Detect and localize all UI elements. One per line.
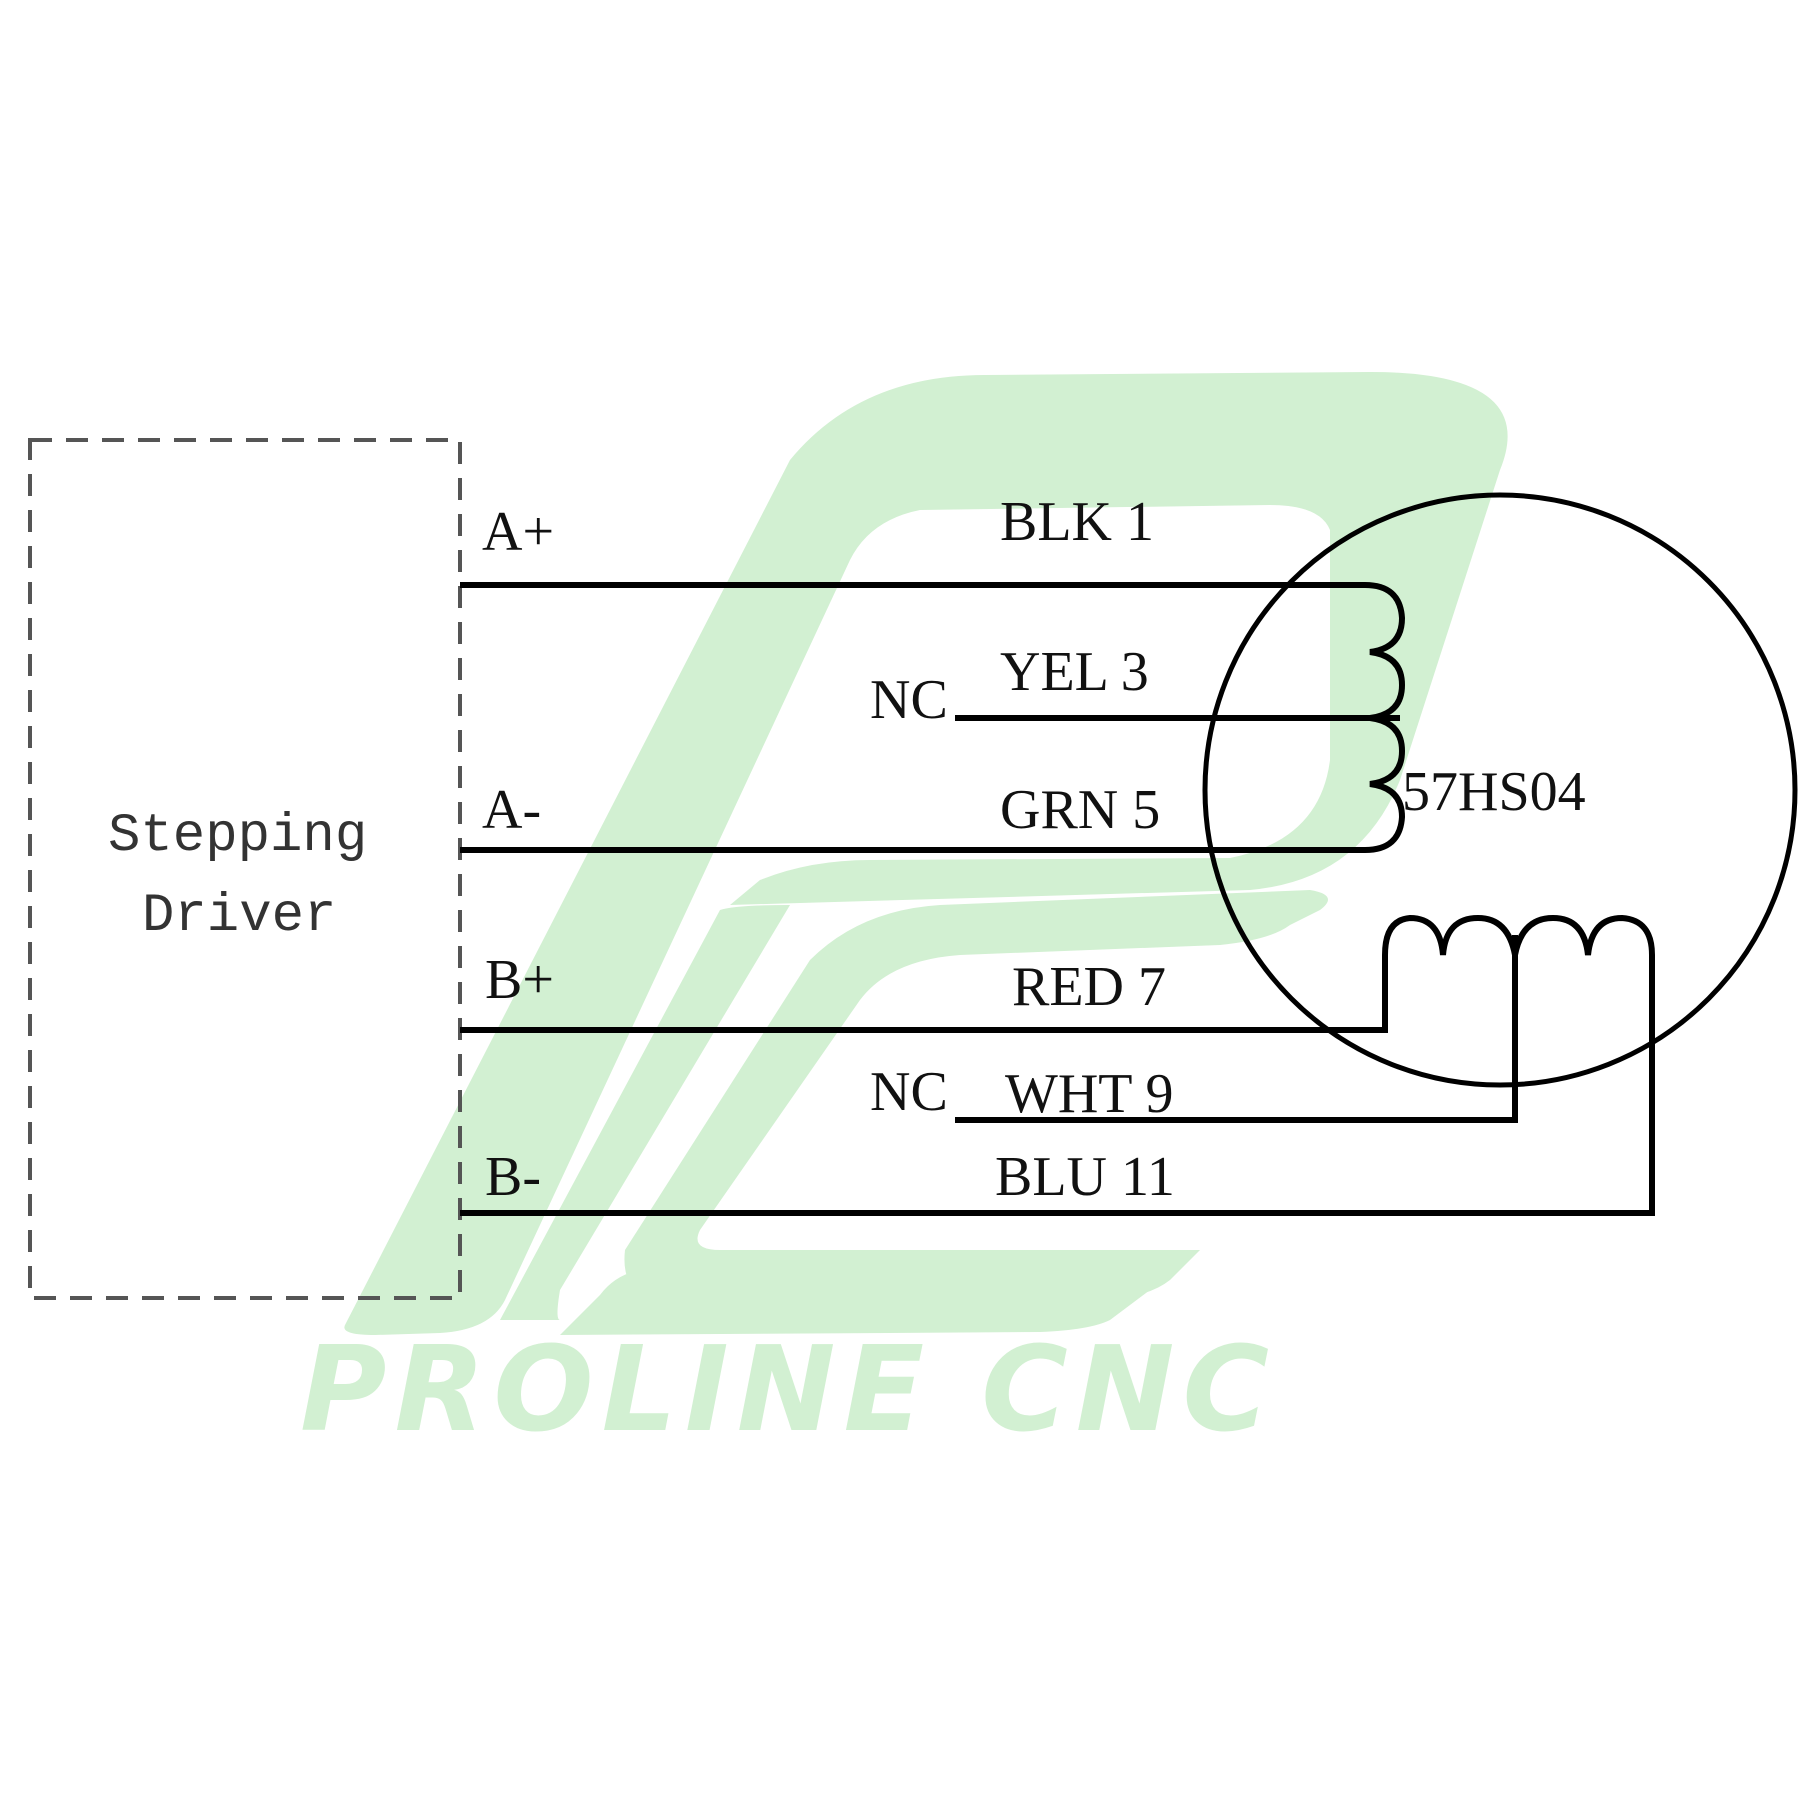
wire-red-7 bbox=[460, 955, 1388, 1033]
nc-label-wht: NC bbox=[870, 1061, 948, 1123]
terminal-a-plus: A+ bbox=[482, 501, 554, 563]
watermark-text: PROLINE CNC bbox=[300, 1320, 1277, 1458]
motor-model-label: 57HS04 bbox=[1402, 761, 1586, 823]
nc-label-yel: NC bbox=[870, 669, 948, 731]
driver-label-line2: Driver bbox=[142, 886, 336, 947]
wire-label-blu-11: BLU 11 bbox=[995, 1146, 1175, 1208]
driver-label-line1: Stepping bbox=[108, 806, 367, 867]
watermark-logo-middle-stroke bbox=[500, 905, 790, 1320]
wire-label-wht-9: WHT 9 bbox=[1005, 1063, 1174, 1125]
wire-label-grn-5: GRN 5 bbox=[1000, 779, 1160, 841]
terminal-b-minus: B- bbox=[485, 1146, 541, 1208]
coil-a-winding bbox=[1364, 582, 1406, 853]
watermark-logo-underline bbox=[560, 1270, 1158, 1335]
wire-label-blk-1: BLK 1 bbox=[1000, 491, 1154, 553]
terminal-b-plus: B+ bbox=[485, 949, 554, 1011]
wire-blu-11 bbox=[460, 955, 1655, 1216]
stepping-driver-box bbox=[28, 438, 462, 1300]
wire-label-red-7: RED 7 bbox=[1012, 956, 1166, 1018]
terminal-a-minus: A- bbox=[482, 779, 541, 841]
motor-body-circle bbox=[1202, 492, 1798, 1088]
wire-label-yel-3: YEL 3 bbox=[1000, 641, 1149, 703]
watermark-logo-inner-c bbox=[624, 890, 1328, 1300]
coil-b-winding bbox=[1382, 914, 1655, 956]
wire-wht-9 bbox=[955, 935, 1518, 1123]
